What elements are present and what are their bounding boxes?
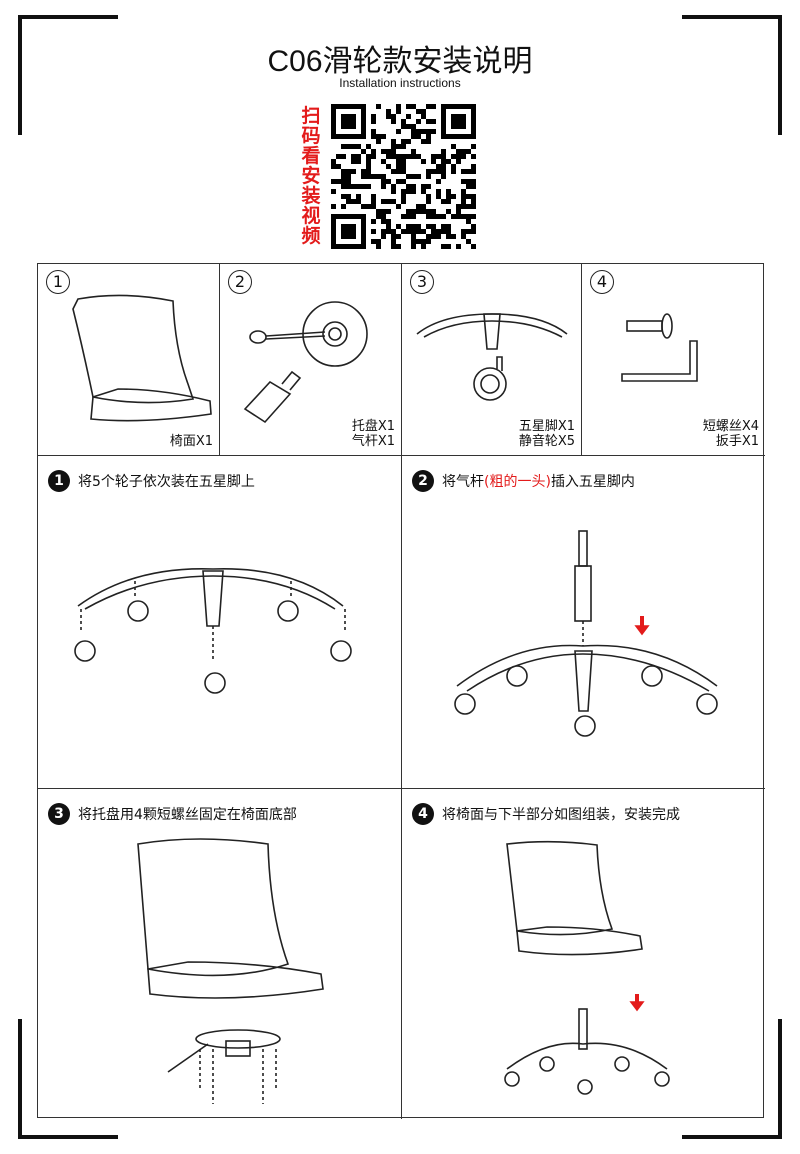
step-1: 1 将5个轮子依次装在五星脚上 bbox=[38, 456, 402, 789]
step-3: 3 将托盘用4颗短螺丝固定在椅面底部 bbox=[38, 789, 402, 1119]
part-label: 椅面X1 bbox=[169, 434, 213, 449]
step-text: 将气杆(粗的一头)插入五星脚内 bbox=[442, 474, 635, 490]
part-number: 1 bbox=[46, 270, 70, 294]
step-4-illustration bbox=[504, 840, 670, 1095]
step-3-illustration bbox=[137, 838, 324, 1104]
base-caster-illustration bbox=[416, 313, 568, 401]
step-number: 2 bbox=[412, 470, 434, 492]
qr-code[interactable] bbox=[331, 104, 476, 249]
step-text: 将托盘用4颗短螺丝固定在椅面底部 bbox=[78, 807, 297, 823]
screw-wrench-illustration bbox=[621, 313, 698, 382]
part-seat: 1 椅面X1 bbox=[38, 264, 220, 456]
step-number: 1 bbox=[48, 470, 70, 492]
seat-illustration bbox=[72, 294, 212, 422]
page-subtitle: Installation instructions bbox=[339, 76, 461, 90]
corner-bracket bbox=[18, 15, 118, 135]
step-text: 将椅面与下半部分如图组装，安装完成 bbox=[442, 807, 680, 823]
page-title: C06滑轮款安装说明 bbox=[267, 45, 533, 78]
step-4: 4 将椅面与下半部分如图组装，安装完成 bbox=[402, 789, 765, 1119]
tray-gaslift-illustration bbox=[243, 301, 368, 424]
part-number: 4 bbox=[590, 270, 614, 294]
corner-bracket bbox=[682, 1019, 782, 1139]
step-text: 将5个轮子依次装在五星脚上 bbox=[78, 474, 255, 490]
step-1-illustration bbox=[74, 567, 352, 694]
step-2-illustration bbox=[454, 530, 718, 737]
scan-video-label: 扫码看安装视频 bbox=[301, 105, 321, 247]
corner-bracket bbox=[682, 15, 782, 135]
step-number: 3 bbox=[48, 803, 70, 825]
part-number: 2 bbox=[228, 270, 252, 294]
corner-bracket bbox=[18, 1019, 118, 1139]
part-number: 3 bbox=[410, 270, 434, 294]
step-number: 4 bbox=[412, 803, 434, 825]
step-2: 2 将气杆(粗的一头)插入五星脚内 bbox=[402, 456, 765, 789]
